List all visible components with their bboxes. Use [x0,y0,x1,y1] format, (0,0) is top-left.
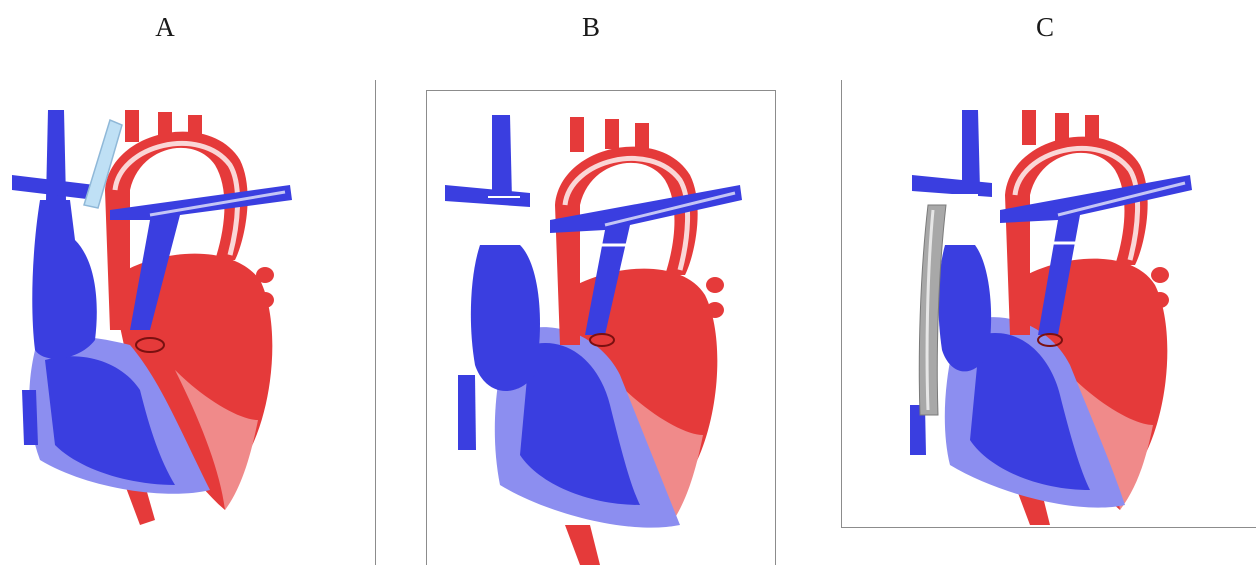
heart-diagram-c [900,95,1210,535]
left-carotid-artery [1055,113,1069,143]
left-subclavian-artery [1085,115,1099,145]
innominate-vein [912,175,992,197]
right-atrium [32,200,97,359]
left-carotid-artery [158,112,172,138]
panel-label-a: A [145,12,185,43]
left-carotid-artery [605,119,619,149]
panel-label-c: C [1025,12,1065,43]
left-subclavian-artery [635,123,649,153]
pulmonary-vein-2 [256,292,274,308]
frame-b-right [775,90,776,565]
brachiocephalic-artery [570,117,584,152]
inferior-vena-cava [22,390,38,445]
descending-aorta [565,525,600,565]
pulmonary-vein-2 [1151,292,1169,308]
pulmonary-vein-1 [1151,267,1169,283]
brachiocephalic-artery [1022,110,1036,145]
brachiocephalic-artery [125,110,139,142]
frame-c-left [841,80,842,528]
heart-diagram-b [430,105,760,565]
left-subclavian-artery [188,115,202,141]
superior-vena-cava [492,115,512,200]
frame-b-left [426,90,427,565]
superior-vena-cava [962,110,980,190]
divider-a-b [375,80,376,565]
panel-label-b: B [571,12,611,43]
right-atrium [471,245,540,391]
pulmonary-vein-1 [256,267,274,283]
right-atrium [938,245,991,371]
inferior-vena-cava [458,375,476,450]
frame-b-top [426,90,776,91]
pulmonary-vein-2 [706,302,724,318]
pulmonary-vein-1 [706,277,724,293]
heart-diagram-a [0,90,330,530]
